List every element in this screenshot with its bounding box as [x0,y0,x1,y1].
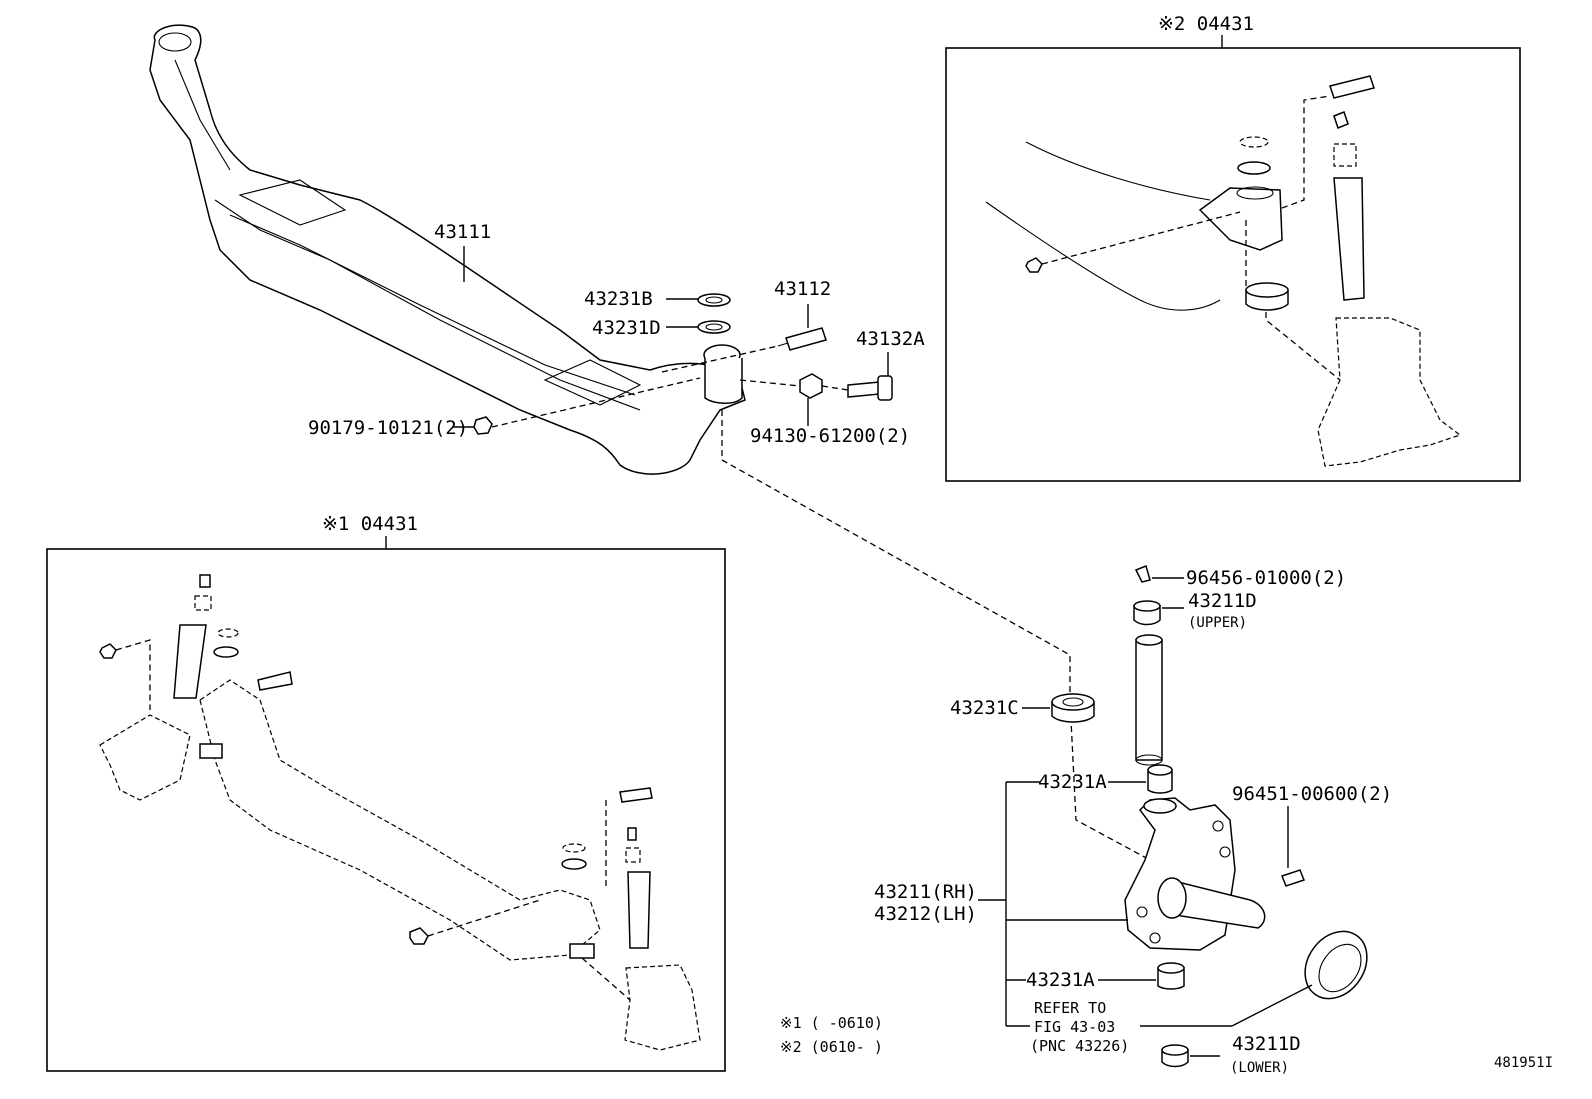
inset-1-frame [46,548,726,1072]
label-43231C: 43231C [950,697,1019,719]
grease-fitting-96456 [1134,564,1151,583]
label-43231D: 43231D [592,317,661,339]
bolt-43132A [847,375,893,401]
inset-1-drawing [99,574,701,1051]
label-43231B: 43231B [584,288,653,310]
label-43231A-bottom: 43231A [1026,969,1095,991]
leader-lines-knuckle [978,577,1313,1057]
inset-2-title: ※2 04431 [1158,13,1254,35]
footnote-2: ※2 (0610- ) [780,1038,883,1056]
refer-to-line3: (PNC 43226) [1030,1037,1129,1055]
bushing-43231A-top [1147,764,1173,794]
leader-lines-main [452,246,1151,861]
oil-seal-43226 [1304,930,1368,1000]
label-lower: (LOWER) [1230,1060,1289,1076]
label-96456-01000: 96456-01000(2) [1186,567,1346,589]
taper-pin-43112 [777,327,827,351]
label-43212-lh: 43212(LH) [874,903,977,925]
inset-2-drawing [985,75,1462,467]
inset-1-title: ※1 04431 [322,513,418,535]
label-43231A-top: 43231A [1038,771,1107,793]
label-43132A: 43132A [856,328,925,350]
bushing-43211D-upper [1133,600,1161,626]
label-94130-61200: 94130-61200(2) [750,425,910,447]
footnote-1: ※1 ( -0610) [780,1014,883,1032]
label-96451-00600: 96451-00600(2) [1232,783,1392,805]
label-upper: (UPPER) [1188,615,1247,631]
steering-knuckle-43211 [1124,797,1266,951]
king-pin [1135,634,1163,766]
label-43112: 43112 [774,278,831,300]
bushing-43231A-bottom [1157,962,1185,990]
label-43111: 43111 [434,221,491,243]
refer-to-line1: REFER TO [1034,999,1106,1017]
nut-94130 [799,373,823,399]
washer-43231D [697,320,731,334]
label-43211D-upper: 43211D [1188,590,1257,612]
bushing-43211D-lower [1161,1044,1189,1068]
drawing-id: 481951I [1494,1055,1553,1071]
nut-90179 [473,416,493,435]
washer-43231B [697,293,731,307]
thrust-bearing-43231C [1051,693,1095,723]
front-axle-beam [149,24,746,475]
label-43211D-lower: 43211D [1232,1033,1301,1055]
label-90179-10121: 90179-10121(2) [308,417,468,439]
refer-to-line2: FIG 43-03 [1034,1018,1115,1036]
grease-fitting-96451 [1281,869,1305,887]
label-43211-rh: 43211(RH) [874,881,977,903]
inset-2-frame [945,47,1521,482]
